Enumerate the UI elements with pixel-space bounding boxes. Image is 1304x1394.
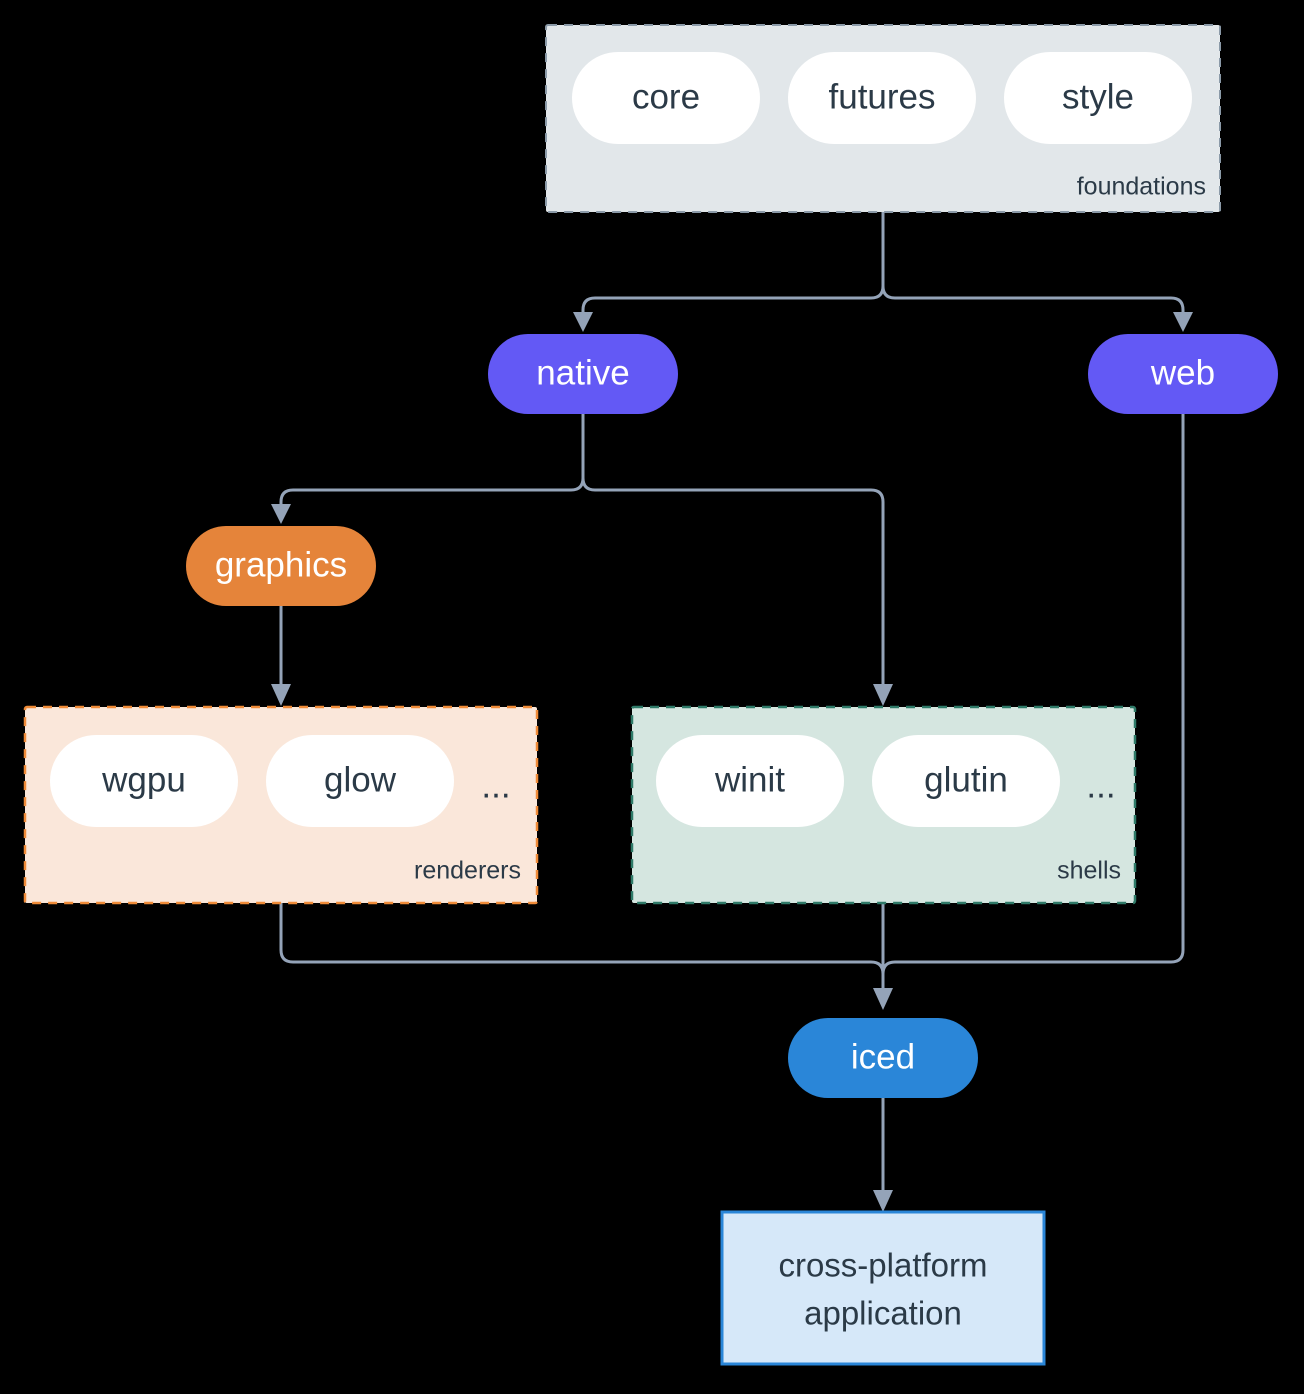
edge-native-to-shells: [581, 412, 885, 692]
group-foundations: core futures style foundations: [545, 24, 1221, 213]
arrowhead-native: [573, 312, 593, 332]
pill-glow[interactable]: [266, 735, 454, 827]
edge-renderers-to-iced: [279, 901, 885, 994]
group-renderers-label: renderers: [414, 857, 521, 885]
node-native[interactable]: native: [488, 334, 678, 414]
group-shells: winit glutin ... shells: [630, 705, 1137, 905]
pill-core-label: core: [632, 77, 700, 116]
arrowhead-shells: [873, 684, 893, 706]
node-iced[interactable]: iced: [788, 1018, 978, 1098]
pill-style[interactable]: [1004, 52, 1192, 144]
group-renderers: wgpu glow ... renderers: [23, 705, 539, 905]
edge-web-to-iced: [881, 412, 1185, 994]
arrowhead-renderers: [271, 684, 291, 706]
pill-core[interactable]: [572, 52, 760, 144]
shells-ellipsis: ...: [1086, 766, 1115, 805]
node-iced-shape[interactable]: [788, 1018, 978, 1098]
pill-wgpu-label: wgpu: [101, 760, 186, 799]
app-box-shape[interactable]: [720, 1210, 1046, 1366]
node-web[interactable]: web: [1088, 334, 1278, 414]
pill-winit-label: winit: [714, 760, 785, 799]
pill-futures-label: futures: [829, 77, 936, 116]
node-graphics-shape[interactable]: [186, 526, 376, 606]
node-web-label: web: [1150, 353, 1215, 392]
pill-wgpu[interactable]: [50, 735, 238, 827]
edge-foundations-to-web: [881, 210, 1185, 320]
edge-layer: [271, 210, 1193, 1212]
pill-winit[interactable]: [656, 735, 844, 827]
group-shells-label: shells: [1057, 857, 1121, 885]
node-native-shape[interactable]: [488, 334, 678, 414]
arrowhead-graphics: [271, 504, 291, 524]
node-graphics-label: graphics: [215, 545, 347, 584]
node-graphics[interactable]: graphics: [186, 526, 376, 606]
pill-glutin-label: glutin: [924, 760, 1008, 799]
pill-style-label: style: [1062, 77, 1134, 116]
app-label-line2: application: [804, 1295, 962, 1332]
edge-foundations-to-native: [581, 210, 885, 320]
arrowhead-web: [1173, 312, 1193, 332]
pill-glutin[interactable]: [872, 735, 1060, 827]
pill-futures[interactable]: [788, 52, 976, 144]
node-cross-platform-application[interactable]: cross-platform application: [720, 1210, 1046, 1366]
node-native-label: native: [536, 353, 629, 392]
renderers-ellipsis: ...: [481, 766, 510, 805]
app-label-line1: cross-platform: [778, 1247, 987, 1284]
arrowhead-app: [873, 1190, 893, 1212]
node-web-shape[interactable]: [1088, 334, 1278, 414]
arrowhead-iced: [873, 988, 893, 1010]
node-iced-label: iced: [851, 1037, 915, 1076]
pill-glow-label: glow: [324, 760, 397, 799]
group-foundations-label: foundations: [1077, 173, 1206, 201]
edge-native-to-graphics: [279, 412, 585, 512]
